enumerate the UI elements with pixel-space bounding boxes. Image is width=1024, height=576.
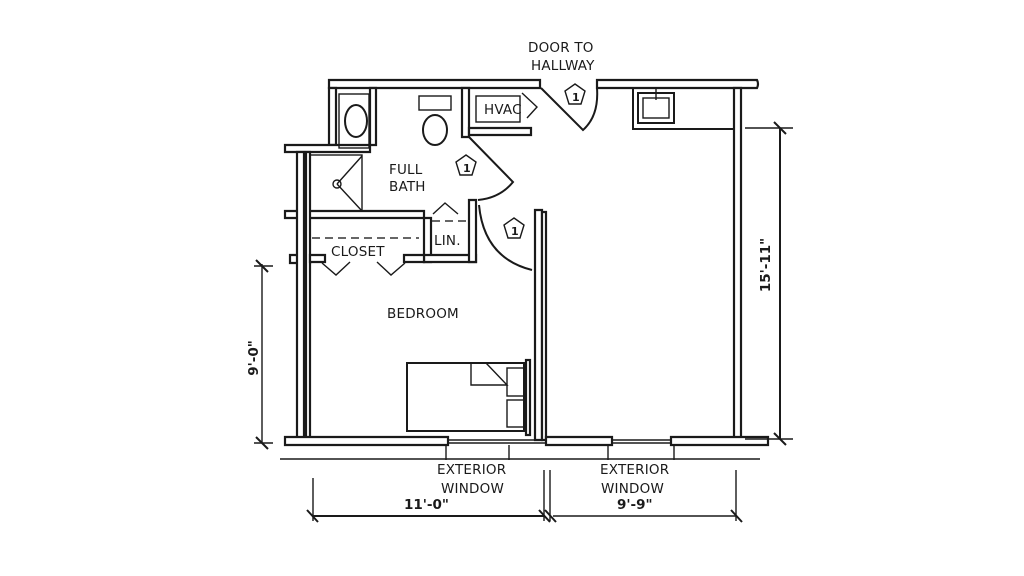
bedroom-depth-dimension: 9'-0" [246,340,262,376]
east-wall [732,86,743,442]
door-tag-bedroom: 1 [503,217,525,239]
hvac-closet: HVAC [460,86,538,139]
door-to-hallway-label-2: HALLWAY [531,58,595,74]
exterior-window-2-label-2: WINDOW [601,481,664,497]
bedroom-label: BEDROOM [387,306,459,322]
exterior-window-1-label-1: EXTERIOR [437,462,506,478]
svg-text:1: 1 [511,225,519,238]
svg-text:1: 1 [572,91,580,104]
bedroom-door[interactable] [478,204,533,271]
linen-closet: LIN. [422,198,478,264]
shower-drain-icon [332,179,342,189]
south-wall [280,435,770,460]
dimension-bottom: 11'-0" 9'-9" [306,470,743,523]
svg-text:1: 1 [463,162,471,175]
toilet-icon [422,114,448,146]
full-bath-label-2: BATH [389,179,426,195]
full-bath-label-1: FULL [389,162,423,178]
door-tag-hallway: 1 [564,83,586,105]
bath-door[interactable] [468,136,515,201]
living-width-dimension: 9'-9" [617,497,653,513]
hallway-door[interactable] [540,87,599,132]
dimension-right: 15'-11" [745,121,793,446]
door-tag-bath: 1 [455,154,477,176]
bath-fixtures [309,86,452,212]
bedroom-living-partition [533,208,548,442]
sink-basin-icon [344,104,368,138]
hvac-label: HVAC [484,102,522,118]
exterior-window-1-label-2: WINDOW [441,481,504,497]
closet: CLOSET [308,237,426,276]
linen-label: LIN. [434,233,461,249]
bed-icon [406,358,532,437]
bedroom-width-dimension: 11'-0" [404,497,449,513]
dimension-left: 9'-0" [246,259,273,450]
kitchenette [632,88,735,130]
door-to-hallway-label-1: DOOR TO [528,40,594,56]
living-depth-dimension: 15'-11" [758,238,774,292]
top-wall [327,78,760,90]
exterior-window-2-label-1: EXTERIOR [600,462,669,478]
closet-label: CLOSET [331,244,385,260]
